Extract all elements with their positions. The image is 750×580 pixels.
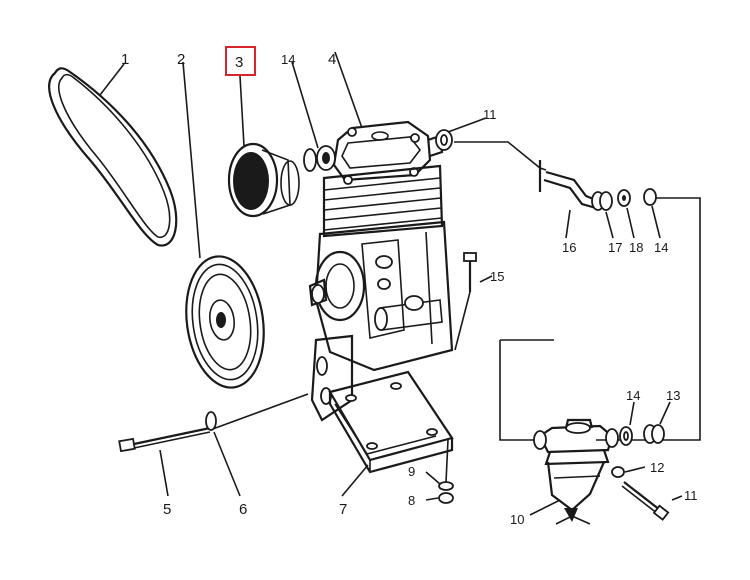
pipe-16-part xyxy=(454,141,597,239)
label-13: 13 xyxy=(666,388,680,403)
nut-8-part xyxy=(425,492,454,504)
nut-17-part xyxy=(591,191,614,239)
label-16: 16 xyxy=(562,240,576,255)
label-8: 8 xyxy=(408,493,415,508)
washer-14-right-part xyxy=(643,188,661,239)
washer-6-part xyxy=(205,411,241,497)
label-3: 3 xyxy=(235,54,243,71)
compressor-body-part xyxy=(308,51,454,422)
long-bolt-part xyxy=(118,393,309,497)
label-14-lower: 14 xyxy=(626,388,640,403)
highlight-box-3 xyxy=(225,46,256,76)
label-10: 10 xyxy=(510,512,524,527)
label-14-right: 14 xyxy=(654,240,668,255)
label-18: 18 xyxy=(629,240,643,255)
washer-14-top-left-part xyxy=(291,61,336,172)
label-11-top: 11 xyxy=(483,107,497,122)
label-5: 5 xyxy=(163,501,171,518)
label-2: 2 xyxy=(177,51,185,68)
label-7: 7 xyxy=(339,501,347,518)
label-17: 17 xyxy=(608,240,622,255)
label-9: 9 xyxy=(408,464,415,479)
bolt-11-lower-part xyxy=(621,481,683,521)
filter-10-part xyxy=(529,418,619,525)
v-belt-part xyxy=(48,63,178,247)
washer-11-top-part xyxy=(435,117,487,151)
compressor-pulley-part xyxy=(227,75,300,218)
label-1: 1 xyxy=(121,51,129,68)
washer-18-part xyxy=(617,189,635,239)
washer-14-lower-part xyxy=(619,401,635,446)
washer-9-part xyxy=(425,439,454,491)
mounting-bracket-part xyxy=(328,370,454,497)
label-12: 12 xyxy=(650,460,664,475)
label-6: 6 xyxy=(239,501,247,518)
bolt-15-part xyxy=(454,252,493,351)
label-15: 15 xyxy=(490,269,504,284)
pipe-connection-left xyxy=(499,340,540,441)
nut-12-part xyxy=(611,466,646,478)
fitting-13-part xyxy=(643,401,671,444)
label-14-top-left: 14 xyxy=(281,52,295,67)
label-11-lower: 11 xyxy=(684,488,698,503)
large-pulley-part xyxy=(182,61,265,389)
label-4: 4 xyxy=(328,51,336,68)
